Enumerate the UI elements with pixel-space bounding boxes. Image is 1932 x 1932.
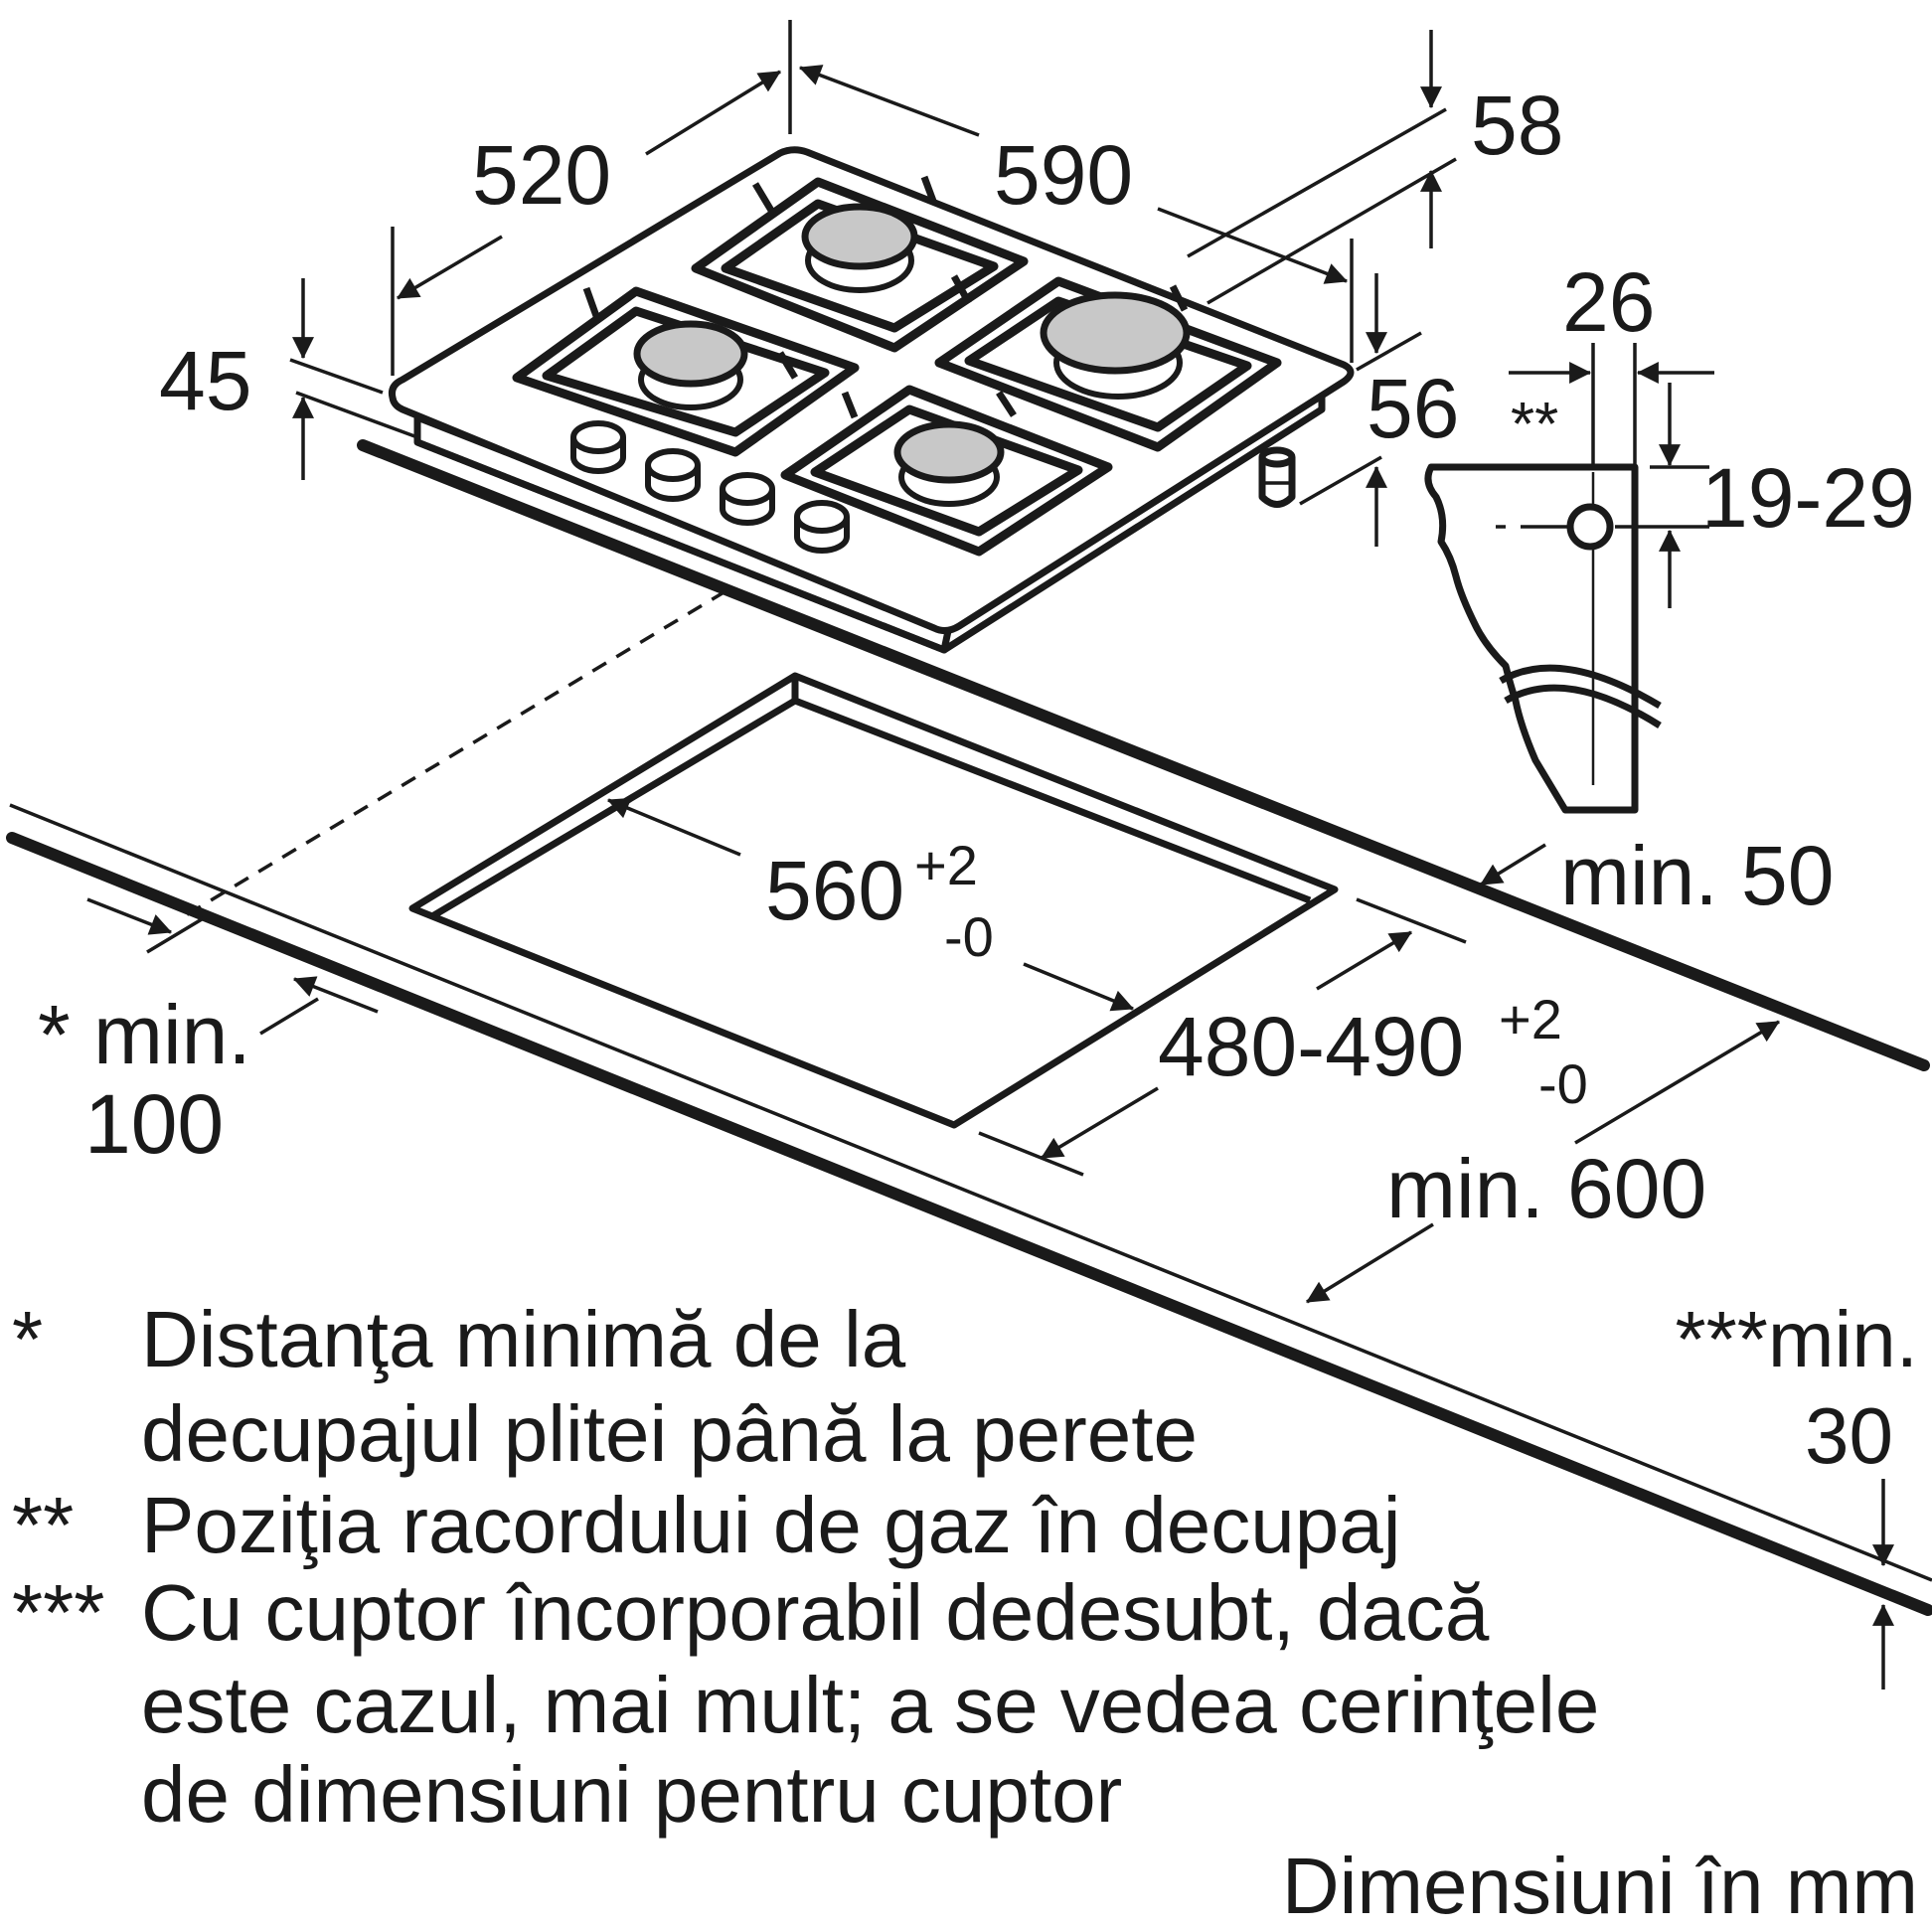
units-footer: Dimensiuni în mm	[1282, 1842, 1918, 1930]
dim-cutout-depth: 480-490	[1158, 1000, 1464, 1093]
dim-min-30-line1: ***min.	[1675, 1295, 1918, 1383]
dim-26: 26	[1562, 255, 1655, 349]
knob-3	[720, 472, 775, 526]
dimension-labels: 520 590 58 45 56 26 ** 19-29 560 +2 -0 4…	[38, 79, 1918, 1480]
note-3-line-1: Cu cuptor încorporabil dedesubt, dacă	[141, 1568, 1490, 1657]
dim-min-100-line1: * min.	[38, 988, 251, 1081]
note-3-line-3: de dimensiuni pentru cuptor	[141, 1750, 1122, 1839]
burner-rear	[801, 203, 918, 293]
dim-cutout-depth-tol-plus: +2	[1499, 988, 1562, 1050]
note-2-mark: **	[12, 1481, 74, 1569]
control-knobs	[570, 420, 850, 554]
worktop	[6, 439, 1932, 1616]
burner-left	[633, 320, 748, 410]
hob	[389, 146, 1355, 654]
note-2-line-1: Poziţia racordului de gaz în decupaj	[141, 1481, 1400, 1569]
note-3-mark: ***	[12, 1568, 104, 1657]
dim-520: 520	[472, 128, 611, 222]
dim-58: 58	[1471, 79, 1563, 172]
dim-cutout-depth-tol-minus: -0	[1538, 1052, 1588, 1115]
cutout	[180, 589, 1339, 1129]
grate-left	[512, 286, 860, 457]
side-profile	[1424, 343, 1662, 814]
grate-right	[934, 276, 1282, 452]
dim-min-30-line2: 30	[1805, 1391, 1893, 1480]
dim-min-50: min. 50	[1560, 829, 1834, 922]
dim-56: 56	[1367, 362, 1459, 455]
dimension-lines	[86, 20, 1894, 1690]
note-1-line-1: Distanţa minimă de la	[141, 1295, 906, 1383]
dim-min-600: min. 600	[1386, 1142, 1706, 1235]
dim-cutout-width-tol-plus: +2	[914, 834, 978, 896]
dim-min-100-line2: 100	[84, 1077, 224, 1171]
dim-590: 590	[994, 128, 1133, 222]
note-1-mark: *	[12, 1295, 43, 1383]
grate-rear	[691, 177, 1029, 353]
burner-front	[893, 420, 1005, 507]
note-3-line-2: este cazul, mai mult; a se vedea cerinţe…	[141, 1661, 1599, 1749]
gas-connection-mark: **	[1511, 391, 1558, 459]
knob-2	[645, 448, 701, 502]
dim-19-29: 19-29	[1701, 451, 1915, 545]
note-1-line-2: decupajul plitei până la perete	[141, 1389, 1198, 1478]
dim-cutout-width: 560	[765, 844, 904, 937]
knob-4	[794, 500, 850, 554]
dim-cutout-width-tol-minus: -0	[944, 905, 994, 968]
dim-45: 45	[159, 334, 251, 427]
knob-1	[570, 420, 626, 474]
grate-front	[780, 385, 1113, 557]
burner-right	[1040, 291, 1191, 400]
hob-foot	[1258, 446, 1296, 508]
footnotes: * Distanţa minimă de la decupajul plitei…	[12, 1295, 1918, 1930]
